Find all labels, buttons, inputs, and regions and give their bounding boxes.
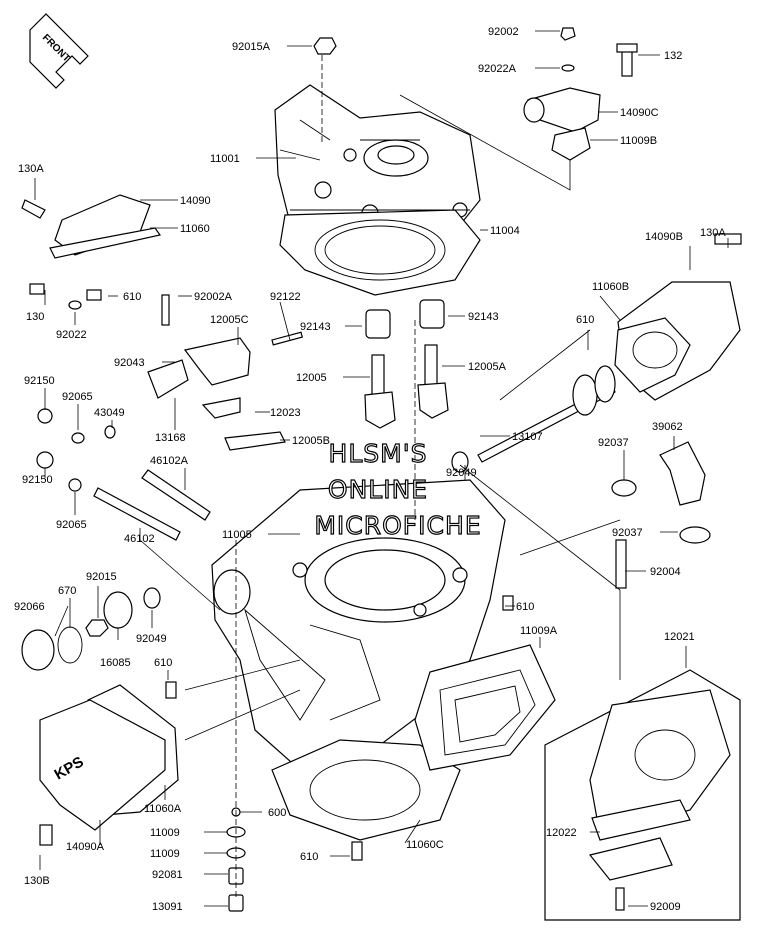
part-label: 13168: [155, 432, 186, 444]
water-outlet: [523, 27, 638, 161]
part-label: 92015: [86, 571, 117, 583]
part-label: 92002: [488, 26, 519, 38]
pump-shaft: [451, 365, 616, 473]
part-label: 610: [154, 657, 172, 669]
part-label: 130A: [700, 227, 726, 239]
alignment-lines: [139, 55, 621, 900]
part-label: 13091: [152, 901, 183, 913]
part-label: 46102A: [150, 455, 189, 467]
part-label: 132: [664, 50, 682, 62]
part-label: 11060: [180, 223, 210, 235]
part-label: 12005B: [292, 435, 330, 447]
part-label: 43049: [94, 407, 125, 419]
part-label: 610: [516, 601, 534, 613]
pump-cover: [614, 233, 742, 401]
part-label: 12021: [664, 631, 695, 643]
part-label: 92143: [300, 321, 331, 333]
part-label: 92049: [446, 467, 477, 479]
part-label: 92122: [270, 291, 301, 303]
part-label: 12005A: [468, 361, 507, 373]
part-label: 11009A: [520, 625, 558, 637]
part-label: 610: [300, 851, 318, 863]
part-label: 12005C: [210, 314, 249, 326]
reed-valve-box: [544, 669, 741, 921]
part-labels: 92015A 11001 92002 92022A 132 14090C 110…: [14, 26, 726, 913]
part-label: 11060B: [592, 281, 629, 293]
part-label: 11060A: [144, 803, 182, 815]
part-label: 46102: [124, 533, 155, 545]
part-label: 14090C: [620, 107, 659, 119]
watermark-line-2: ONLINE: [328, 475, 428, 504]
part-label: 92037: [612, 527, 643, 539]
part-label: 13107: [512, 431, 543, 443]
part-label: 14090A: [66, 841, 105, 853]
part-label: 11009: [150, 848, 180, 860]
part-label: 92150: [24, 375, 55, 387]
part-label: 12023: [270, 407, 301, 419]
watermark: HLSM'S ONLINE MICROFICHE: [314, 438, 481, 540]
part-label: 92004: [650, 566, 681, 578]
part-label: 92065: [56, 519, 87, 531]
part-label: 14090B: [645, 231, 683, 243]
valve-linkage: [147, 294, 304, 451]
part-label: 92022A: [478, 63, 517, 75]
exhaust-valves: [364, 299, 449, 429]
part-label: 39062: [652, 421, 683, 433]
part-label: 92009: [650, 901, 681, 913]
part-label: 12005: [296, 372, 327, 384]
part-label: 11060C: [406, 839, 444, 851]
part-label: 11005: [222, 529, 252, 541]
part-label: 610: [123, 291, 141, 303]
part-label: 11009: [150, 827, 180, 839]
watermark-line-3: MICROFICHE: [314, 511, 481, 540]
part-label: 11001: [210, 153, 240, 165]
part-label: 92049: [136, 633, 167, 645]
part-label: 92065: [62, 391, 93, 403]
part-label: 610: [576, 314, 594, 326]
part-label: 92002A: [194, 291, 233, 303]
lower-left-parts: [21, 587, 177, 699]
lower-cover: KPS: [39, 684, 179, 846]
part-label: 130B: [24, 875, 50, 887]
head-gasket: [279, 209, 481, 296]
part-label: 130: [26, 311, 44, 323]
part-label: 130A: [18, 163, 44, 175]
leader-lines: [34, 30, 729, 907]
part-label: 670: [58, 585, 76, 597]
part-label: 12022: [546, 827, 577, 839]
hose-clamps: [611, 441, 711, 589]
part-label: 14090: [180, 195, 211, 207]
front-arrow-icon: FRONT: [29, 13, 89, 89]
part-label: 11004: [490, 225, 520, 237]
part-label: 92043: [114, 357, 145, 369]
part-label: 92150: [22, 474, 53, 486]
watermark-line-1: HLSM'S: [329, 439, 428, 468]
part-label: 92143: [468, 311, 499, 323]
reed-gaskets: [414, 644, 556, 771]
part-label: 92022: [56, 329, 87, 341]
part-label: 92066: [14, 601, 45, 613]
part-label: 92037: [598, 437, 629, 449]
part-label: 92081: [152, 869, 183, 881]
part-label: 16085: [100, 657, 131, 669]
part-label: 92015A: [232, 41, 271, 53]
base-gasket: [271, 739, 461, 841]
part-label: 11009B: [620, 135, 657, 147]
cover-upper-left: [21, 194, 162, 310]
part-label: 600: [268, 807, 286, 819]
